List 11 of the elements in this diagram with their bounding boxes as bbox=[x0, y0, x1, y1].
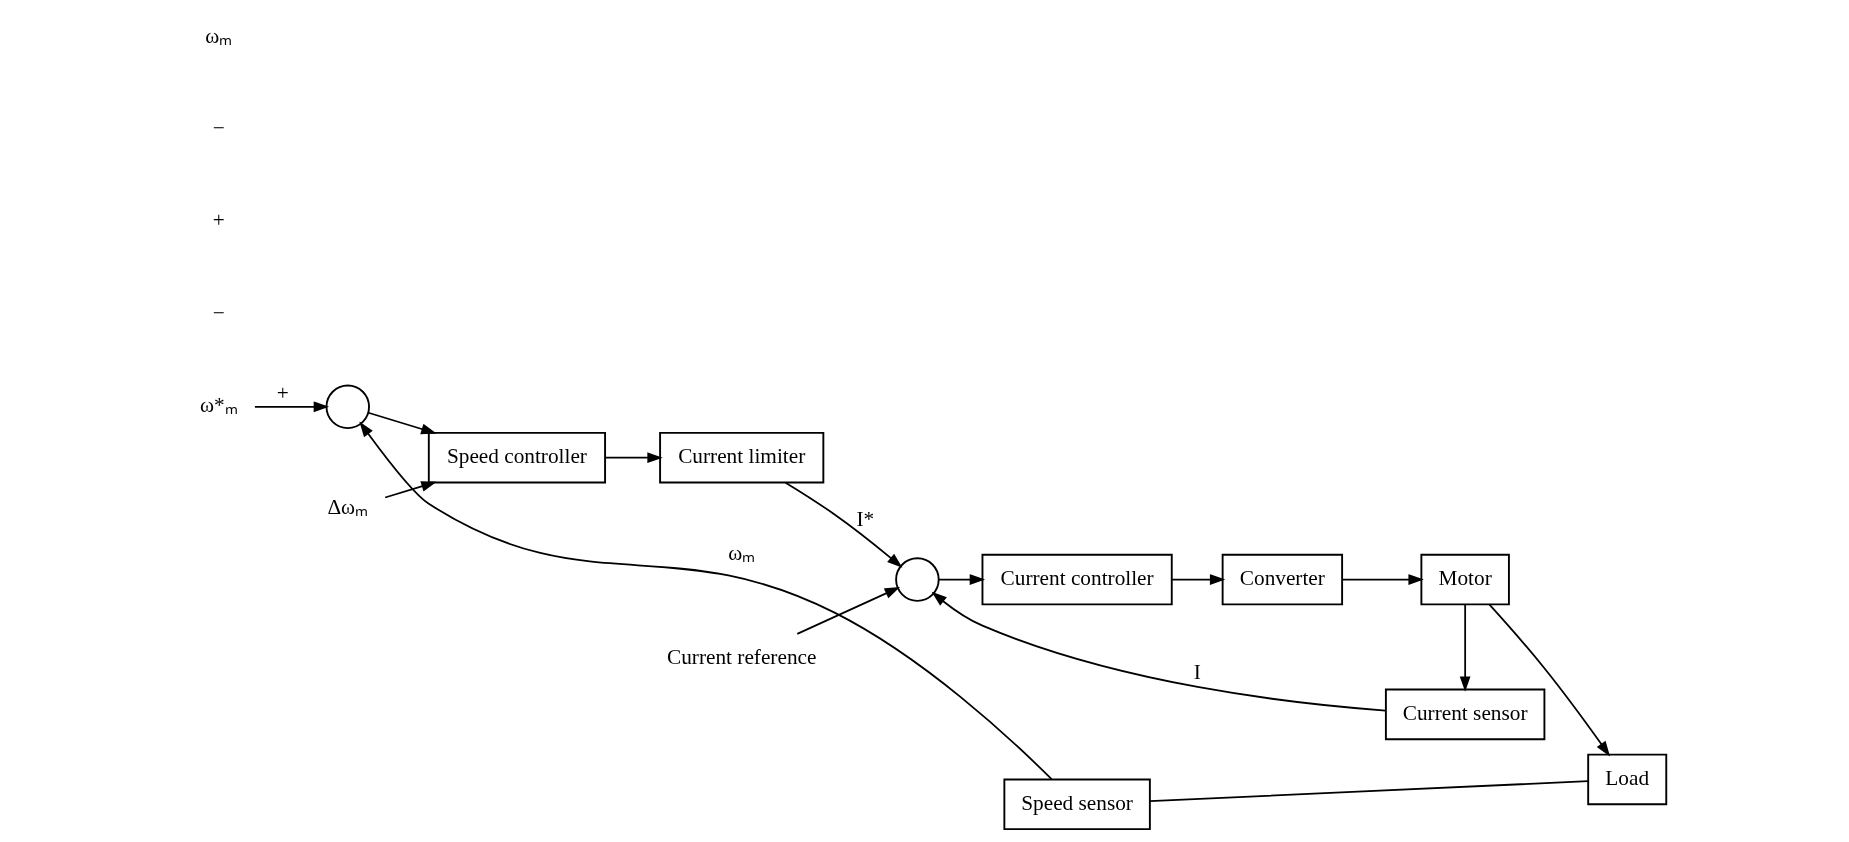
label: + bbox=[212, 208, 225, 233]
edge-label: I bbox=[1193, 660, 1201, 685]
label: − bbox=[212, 300, 225, 325]
label: ωₘ bbox=[205, 23, 233, 48]
edge-label: + bbox=[276, 381, 289, 406]
edge-label: ωₘ bbox=[728, 540, 756, 565]
label: − bbox=[212, 116, 225, 141]
edge-label: I* bbox=[856, 506, 875, 531]
node-text: Current reference bbox=[666, 645, 817, 669]
node-text: Δωₘ bbox=[327, 494, 369, 519]
node-text: ω*ₘ bbox=[199, 393, 238, 418]
